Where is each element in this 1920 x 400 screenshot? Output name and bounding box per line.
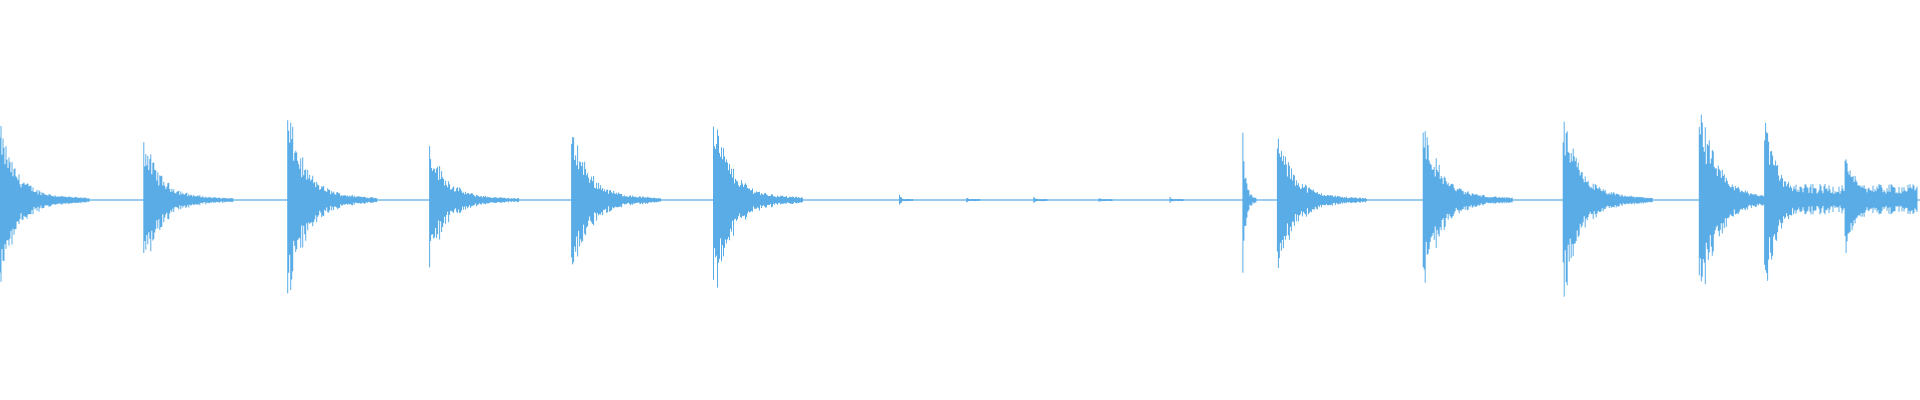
waveform-transient	[713, 126, 803, 288]
waveform-transient	[1422, 131, 1513, 283]
waveform-transient	[1276, 138, 1367, 269]
waveform-transient	[899, 194, 913, 205]
waveform-transient	[0, 126, 90, 282]
waveform-transient	[143, 142, 234, 253]
waveform-transient	[1562, 121, 1653, 297]
waveform-transient	[966, 198, 981, 203]
waveform-transient	[1242, 132, 1257, 273]
waveform-transient	[571, 137, 662, 265]
waveform-transient	[429, 146, 520, 268]
waveform-transient	[287, 120, 378, 294]
waveform-peaks	[0, 114, 1918, 297]
waveform-transient	[1098, 198, 1113, 202]
waveform-transient	[1169, 196, 1184, 203]
waveform-transient	[1033, 196, 1048, 203]
waveform-tail-texture	[1769, 184, 1918, 215]
